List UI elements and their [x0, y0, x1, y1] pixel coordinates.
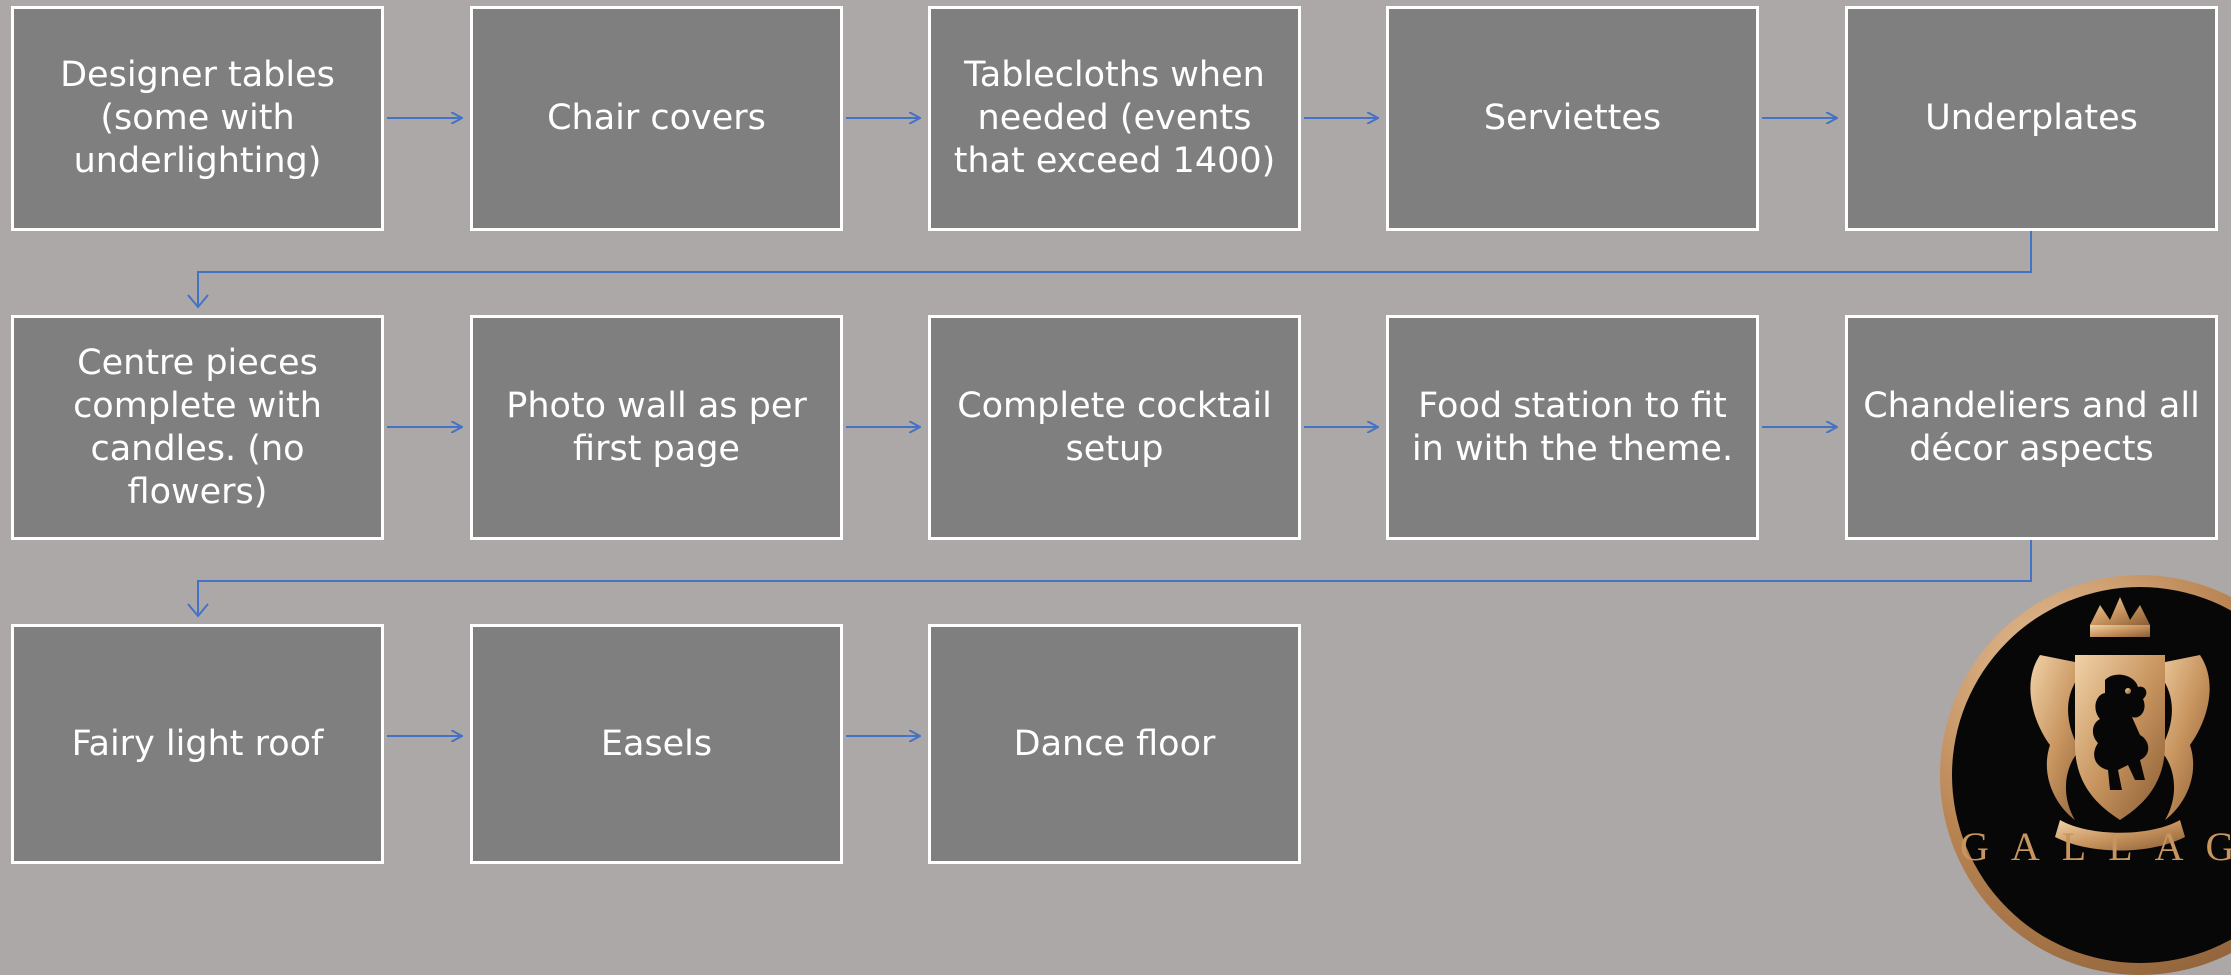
process-flow-diagram: Designer tables (some with underlighting… [11, 6, 2231, 975]
step-label: Photo wall as per first page [506, 385, 807, 469]
step-underplates: Underplates [1845, 6, 2218, 231]
step-label: Food station to fit in with the theme. [1411, 385, 1734, 469]
arrow-wrap-1 [187, 231, 2032, 309]
step-photo-wall: Photo wall as per first page [470, 315, 843, 540]
step-dance-floor: Dance floor [928, 624, 1301, 864]
brand-logo: GALLAG [1940, 575, 2231, 975]
step-fairy-light-roof: Fairy light roof [11, 624, 384, 864]
step-label: Easels [600, 723, 713, 764]
step-serviettes: Serviettes [1386, 6, 1759, 231]
logo-wordmark: GALLAG [1960, 824, 2231, 869]
step-label: Underplates [1925, 98, 2138, 138]
step-designer-tables: Designer tables (some with underlighting… [11, 6, 384, 231]
lion-crest-icon [2030, 597, 2210, 851]
step-cocktail-setup: Complete cocktail setup [928, 315, 1301, 540]
step-label: Designer tables (some with underlighting… [60, 55, 335, 181]
step-label: Chair covers [547, 98, 766, 138]
step-chandeliers: Chandeliers and all décor aspects [1845, 315, 2218, 540]
step-label: Fairy light roof [71, 723, 324, 764]
step-label: Chandeliers and all décor aspects [1863, 385, 2200, 469]
arrow-wrap-2 [187, 540, 2032, 618]
step-food-station: Food station to fit in with the theme. [1386, 315, 1759, 540]
step-chair-covers: Chair covers [470, 6, 843, 231]
step-centre-pieces: Centre pieces complete with candles. (no… [11, 315, 384, 540]
step-label: Tablecloths when needed (events that exc… [953, 55, 1276, 181]
step-label: Complete cocktail setup [957, 385, 1272, 469]
step-label: Centre pieces complete with candles. (no… [73, 342, 322, 512]
step-easels: Easels [470, 624, 843, 864]
step-label: Dance floor [1013, 723, 1216, 764]
step-label: Serviettes [1483, 98, 1662, 138]
step-tablecloths: Tablecloths when needed (events that exc… [928, 6, 1301, 231]
